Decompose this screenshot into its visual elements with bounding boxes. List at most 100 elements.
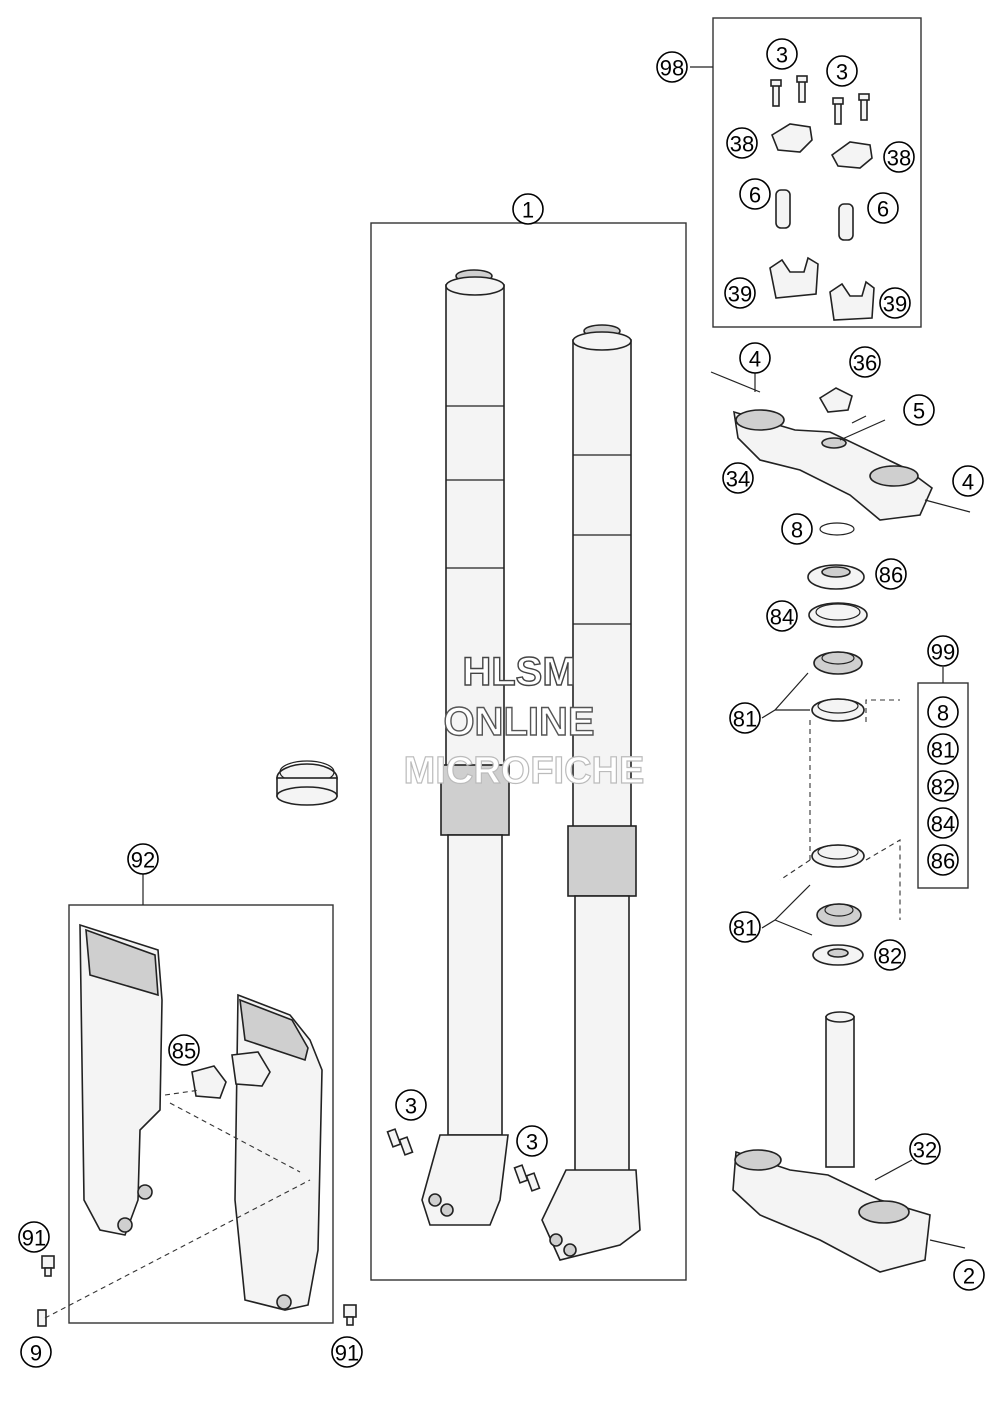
svg-text:99: 99	[931, 640, 955, 665]
svg-text:3: 3	[526, 1130, 538, 1155]
watermark-line-1: HLSM	[462, 650, 575, 694]
callout-3b: 3	[826, 55, 858, 87]
upper-triple-clamp	[710, 371, 971, 521]
callout-2: 2	[953, 1259, 985, 1291]
callout-38b: 38	[883, 141, 915, 173]
callout-36: 36	[849, 346, 881, 378]
svg-text:81: 81	[733, 916, 757, 941]
svg-text:84: 84	[770, 605, 794, 630]
callout-85: 85	[168, 1034, 200, 1066]
bearing-bottom	[816, 903, 862, 927]
callout-38a: 38	[726, 127, 758, 159]
svg-text:4: 4	[962, 470, 974, 495]
callout-86: 86	[875, 558, 907, 590]
svg-text:8: 8	[937, 701, 949, 726]
callout-81b: 81	[729, 911, 761, 943]
guard-bracket	[191, 1065, 227, 1099]
fork-leg-left	[421, 269, 510, 1226]
bottom-seal	[812, 944, 864, 966]
svg-text:82: 82	[878, 944, 902, 969]
svg-text:98: 98	[660, 56, 684, 81]
bearing-race-top	[808, 602, 868, 628]
callout-9: 9	[20, 1336, 52, 1368]
watermark-line-2: ONLINE	[443, 700, 594, 744]
svg-text:86: 86	[931, 849, 955, 874]
callout-5: 5	[903, 394, 935, 426]
svg-text:91: 91	[22, 1226, 46, 1251]
callout-99: 99	[927, 635, 959, 667]
leader-lines	[142, 194, 944, 1181]
callout-3c: 3	[395, 1089, 427, 1121]
callout-91b: 91	[331, 1336, 363, 1368]
svg-text:86: 86	[879, 563, 903, 588]
axle-clamp-screws	[386, 1128, 541, 1192]
dust-seal	[807, 564, 865, 590]
callouts: 1 2 3 3 3 3 4 4 5 6 6 8 9 32 34 36 38 38…	[18, 38, 985, 1368]
fork-guard-right	[231, 993, 323, 1311]
svg-text:92: 92	[131, 848, 155, 873]
callout-1: 1	[512, 193, 544, 225]
svg-text:1: 1	[522, 198, 534, 223]
svg-text:3: 3	[836, 60, 848, 85]
svg-text:2: 2	[963, 1264, 975, 1289]
callout-82: 82	[874, 939, 906, 971]
watermark: HLSM ONLINE MICROFICHE	[403, 649, 645, 792]
callout-84: 84	[766, 600, 798, 632]
fork-guard-left	[79, 923, 163, 1236]
svg-text:6: 6	[877, 197, 889, 222]
bearing-cup-top	[811, 698, 865, 722]
kit-99-item: 8	[927, 696, 959, 728]
callout-4b: 4	[952, 465, 984, 497]
svg-text:84: 84	[931, 812, 955, 837]
svg-text:81: 81	[931, 738, 955, 763]
kit-92-box	[68, 904, 334, 1324]
kit-99-list: 8 81 82 84 86	[927, 696, 959, 876]
kit-99-item: 84	[927, 807, 959, 839]
fork-leg-right	[541, 324, 641, 1261]
callout-34: 34	[722, 462, 754, 494]
svg-text:81: 81	[733, 707, 757, 732]
callout-92: 92	[127, 843, 159, 875]
svg-text:39: 39	[883, 292, 907, 317]
lower-triple-clamp	[732, 1011, 966, 1273]
callout-32: 32	[909, 1133, 941, 1165]
loose-ring	[276, 760, 338, 806]
kit-98-parts	[769, 75, 875, 321]
callout-8: 8	[781, 513, 813, 545]
callout-4a: 4	[739, 342, 771, 374]
kit-98-box	[712, 17, 922, 328]
svg-text:85: 85	[172, 1039, 196, 1064]
svg-text:82: 82	[931, 775, 955, 800]
kit-99-item: 86	[927, 844, 959, 876]
svg-text:34: 34	[726, 467, 750, 492]
svg-text:36: 36	[853, 351, 877, 376]
callout-91a: 91	[18, 1221, 50, 1253]
callout-39a: 39	[724, 277, 756, 309]
o-ring	[819, 522, 855, 536]
svg-text:39: 39	[728, 282, 752, 307]
svg-text:4: 4	[749, 347, 761, 372]
svg-text:8: 8	[791, 518, 803, 543]
callout-6a: 6	[739, 178, 771, 210]
bearing-top	[813, 651, 863, 675]
head-tube-outline	[779, 699, 901, 920]
svg-text:5: 5	[913, 399, 925, 424]
bearing-cup-bottom	[811, 844, 865, 868]
svg-text:9: 9	[30, 1341, 42, 1366]
svg-text:91: 91	[335, 1341, 359, 1366]
svg-text:38: 38	[730, 132, 754, 157]
kit-99-item: 81	[927, 733, 959, 765]
callout-81a: 81	[729, 702, 761, 734]
svg-text:38: 38	[887, 146, 911, 171]
svg-text:32: 32	[913, 1138, 937, 1163]
svg-text:3: 3	[405, 1094, 417, 1119]
callout-39b: 39	[879, 287, 911, 319]
svg-text:3: 3	[776, 43, 788, 68]
watermark-line-3: MICROFICHE	[404, 750, 645, 792]
svg-text:6: 6	[749, 183, 761, 208]
callout-6b: 6	[867, 192, 899, 224]
callout-3a: 3	[766, 38, 798, 70]
callout-98: 98	[656, 51, 688, 83]
kit-99-item: 82	[927, 770, 959, 802]
